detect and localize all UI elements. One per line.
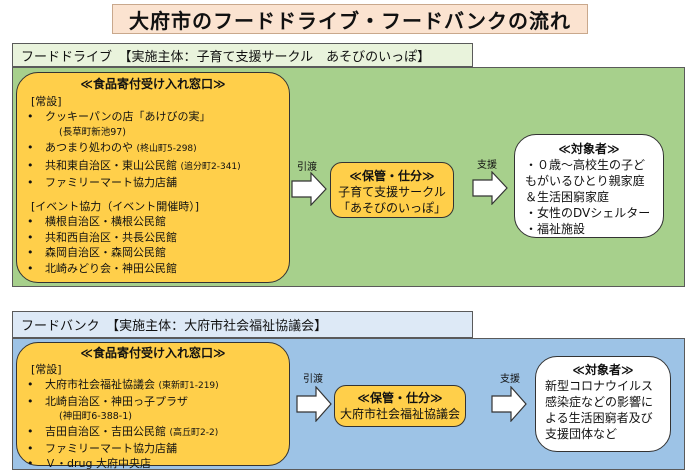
- list-item: (神田町6-388-1): [59, 411, 132, 422]
- event-label: [イベント協力（イベント開催時）]: [31, 199, 200, 213]
- permanent-label: [常設]: [31, 94, 62, 108]
- right-arrow-icon: [296, 386, 332, 422]
- list-item: 北崎みどり会・神田公民館: [25, 261, 281, 277]
- permanent-list: 大府市社会福祉協議会 (東新町1-219) 北崎自治区・神田っ子プラザ (神田町…: [25, 377, 281, 471]
- food-bank-tab: フードバンク 【実施主体：大府市社会福祉協議会】: [12, 311, 473, 338]
- list-item: ファミリーマート協力店舗: [25, 441, 281, 456]
- right-arrow-icon: [472, 171, 508, 205]
- transfer-label: 引渡: [297, 162, 317, 173]
- list-item: 大府市社会福祉協議会 (東新町1-219): [25, 377, 281, 394]
- list-item: Ｖ・drug 大府中央店: [25, 456, 281, 471]
- list-item: 横根自治区・横根公民館: [25, 214, 281, 230]
- food-drive-tab: フードドライブ 【実施主体：子育て支援サークル あそびのいっぽ】: [12, 43, 473, 67]
- list-item: クッキーパンの店「あけびの実」: [25, 109, 281, 125]
- page-title: 大府市のフードドライブ・フードバンクの流れ: [112, 4, 588, 34]
- right-arrow-icon: [291, 172, 327, 206]
- event-list: 横根自治区・横根公民館 共和西自治区・共長公民館 森岡自治区・森岡公民館 北崎み…: [25, 214, 281, 276]
- food-drive-manage-box: ≪保管・仕分≫ 子育て支援サークル 「あそびのいっぽ」: [330, 162, 454, 218]
- list-item: 吉田自治区・吉田公民館 (高丘町2-2): [25, 424, 281, 441]
- food-bank-donor-box: ≪食品寄付受け入れ窓口≫ [常設] 大府市社会福祉協議会 (東新町1-219) …: [16, 342, 290, 471]
- transfer-label: 引渡: [303, 374, 323, 385]
- support-label: 支援: [500, 374, 520, 385]
- list-item: ファミリーマート協力店舗: [25, 175, 281, 191]
- food-drive-donor-box: ≪食品寄付受け入れ窓口≫ [常設] クッキーパンの店「あけびの実」 (長草町新池…: [16, 72, 290, 283]
- list-item: 共和東自治区・東山公民館 (追分町2-341): [25, 158, 281, 176]
- permanent-list: クッキーパンの店「あけびの実」 (長草町新池97) あつまり処わのや (柊山町5…: [25, 109, 281, 191]
- food-drive-target-box: ≪対象者≫ ・０歳～高校生の子ど もがいるひとり親家庭 ＆生活困窮家庭 ・女性の…: [514, 134, 664, 238]
- donor-heading: ≪食品寄付受け入れ窓口≫: [80, 77, 226, 91]
- support-label: 支援: [477, 160, 497, 171]
- food-bank-manage-box: ≪保管・仕分≫ 大府市社会福祉協議会: [334, 385, 466, 427]
- list-item: 北崎自治区・神田っ子プラザ: [25, 394, 281, 409]
- donor-heading: ≪食品寄付受け入れ窓口≫: [80, 346, 226, 360]
- list-item: 森岡自治区・森岡公民館: [25, 245, 281, 261]
- list-item: あつまり処わのや (柊山町5-298): [25, 140, 281, 158]
- list-item: (長草町新池97): [59, 126, 127, 138]
- permanent-label: [常設]: [31, 363, 62, 376]
- list-item: 共和西自治区・共長公民館: [25, 230, 281, 246]
- food-bank-target-box: ≪対象者≫ 新型コロナウイルス 感染症などの影響に よる生活困窮者及び 支援団体…: [535, 356, 671, 452]
- right-arrow-icon: [491, 386, 527, 422]
